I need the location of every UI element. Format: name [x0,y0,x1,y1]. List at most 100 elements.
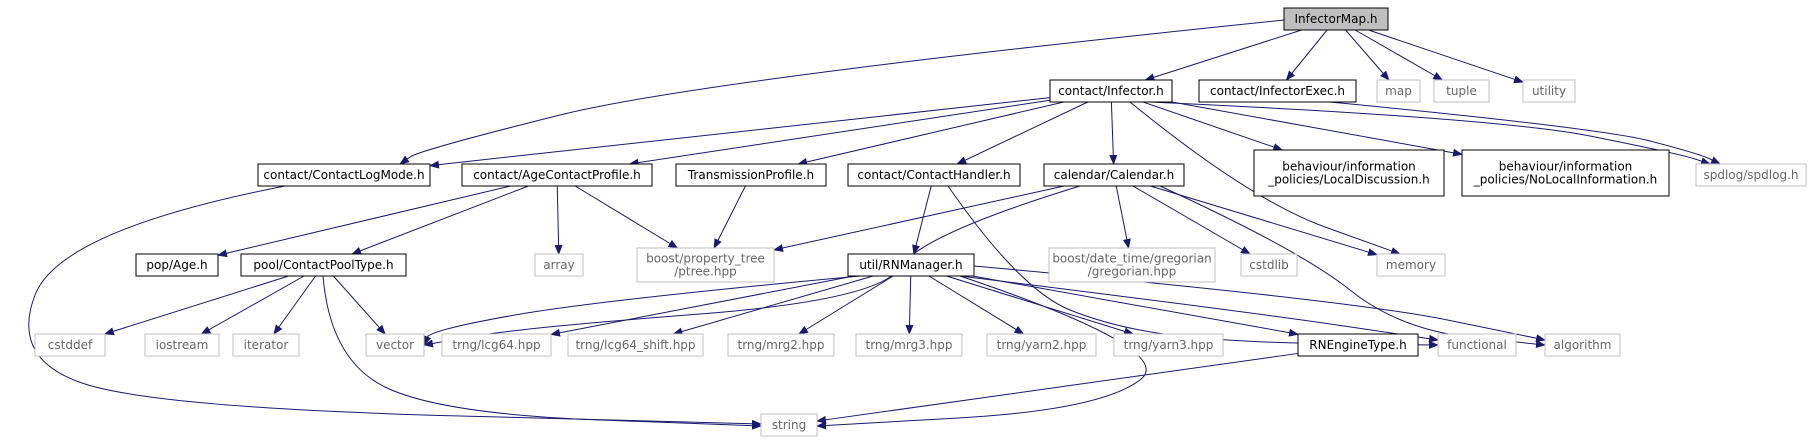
node-localdiscussion[interactable]: behaviour/information_policies/LocalDisc… [1253,149,1445,197]
edge-transmissionprofile-to-ptree [713,185,746,249]
node-label-iterator: iterator [244,338,289,352]
node-box-spdlog [1695,163,1807,187]
node-rnmanager[interactable]: util/RNManager.h [847,253,975,277]
node-label-memory: memory [1386,258,1436,272]
node-infector[interactable]: contact/Infector.h [1049,79,1173,103]
node-string: string [760,413,818,437]
node-label-contacthandler: contact/ContactHandler.h [857,168,1010,182]
edge-infector-to-contacthandler [956,101,1089,165]
node-box-yarn3 [1113,333,1224,357]
edge-agecontactprofile-to-contactpooltype [351,185,529,255]
node-transmissionprofile[interactable]: TransmissionProfile.h [675,163,827,187]
edge-infector-to-contactlogmode [429,97,1051,169]
node-box-memory [1376,253,1446,277]
node-label-contactpooltype: pool/ContactPoolType.h [253,258,393,272]
edge-infector-to-localdiscussion [1142,101,1284,151]
node-popage[interactable]: pop/Age.h [135,253,219,277]
edge-rnmanager-to-string [816,275,1147,430]
node-label-array: array [543,258,574,272]
node-label-algorithm: algorithm [1554,338,1612,352]
node-layer: InfectorMap.h contact/Infector.h contact/I… [34,7,1807,437]
edge-calendar-to-ptree [773,185,1065,252]
node-box-algorithm [1544,333,1621,357]
node-label-lcg64shift: trng/lcg64_shift.hpp [575,338,695,352]
node-box-array [534,253,584,277]
node-box-infector [1049,79,1173,103]
node-box-tuple [1433,79,1490,103]
node-iostream: iostream [144,333,220,357]
edge-infectormap-to-map [1345,29,1390,81]
edge-calendar-to-cstdlib [1132,185,1251,255]
node-mrg2: trng/mrg2.hpp [727,333,835,357]
node-label-localdiscussion: behaviour/information [1282,160,1416,174]
node-lcg64shift: trng/lcg64_shift.hpp [567,333,704,357]
edge-infector-to-calendar [1109,101,1118,165]
edge-rnmanager-to-mrg2 [798,275,894,335]
node-box-ptree [636,247,775,283]
node-mrg3: trng/mrg3.hpp [855,333,963,357]
node-label-iostream: iostream [156,338,209,352]
node-label-rnmanager: util/RNManager.h [859,258,962,272]
node-cstdlib: cstdlib [1240,253,1298,277]
edge-contactpooltype-to-vector [332,275,386,335]
edge-infectormap-to-utility [1368,29,1524,84]
edge-rnmanager-to-lcg64shift [672,275,874,336]
edge-infectormap-to-infector [1144,29,1302,82]
node-box-popage [135,253,219,277]
edge-rnmanager-to-mrg3 [905,275,914,335]
node-label-gregorian: /gregorian.hpp [1088,265,1177,279]
node-label-yarn2: trng/yarn2.hpp [997,338,1087,352]
node-label-yarn3: trng/yarn3.hpp [1124,338,1214,352]
node-box-utility [1522,79,1576,103]
edge-calendar-to-gregorian [1115,185,1131,249]
node-label-gregorian: boost/date_time/gregorian [1052,252,1211,266]
node-utility: utility [1522,79,1576,103]
edge-contactpooltype-to-string [322,275,762,430]
node-infectorexec[interactable]: contact/InfectorExec.h [1198,79,1357,103]
edge-calendar-to-memory [1150,185,1378,256]
edge-infectormap-to-infectorexec [1285,29,1328,81]
edge-calendar-to-algorithm [1159,185,1546,349]
node-rnenginetype[interactable]: RNEngineType.h [1297,333,1419,357]
edge-contactpooltype-to-cstddef [103,275,289,336]
node-array: array [534,253,584,277]
node-box-mrg3 [855,333,963,357]
node-nolocalinformation[interactable]: behaviour/information_policies/NoLocalIn… [1461,149,1670,197]
node-label-infectorexec: contact/InfectorExec.h [1210,84,1345,98]
edge-infectorexec-to-spdlog [1329,101,1721,165]
node-contactpooltype[interactable]: pool/ContactPoolType.h [240,253,407,277]
node-box-map [1376,79,1421,103]
node-map: map [1376,79,1421,103]
node-contactlogmode[interactable]: contact/ContactLogMode.h [257,163,431,187]
node-label-utility: utility [1532,84,1566,98]
edge-contacthandler-to-rnmanager [912,185,932,255]
node-yarn2: trng/yarn2.hpp [986,333,1097,357]
edge-agecontactprofile-to-popage [217,185,511,258]
node-label-ptree: /ptree.hpp [674,265,736,279]
node-label-map: map [1385,84,1412,98]
node-box-mrg2 [727,333,835,357]
node-label-nolocalinformation: behaviour/information [1499,160,1633,174]
node-box-gregorian [1048,247,1216,283]
node-contacthandler[interactable]: contact/ContactHandler.h [847,163,1021,187]
edge-infector-to-transmissionprofile [797,101,1064,166]
edge-infector-to-nolocalinformation [1171,101,1463,157]
node-label-calendar: calendar/Calendar.h [1054,168,1175,182]
node-box-localdiscussion [1253,149,1445,197]
node-box-lcg64 [441,333,552,357]
node-box-rnmanager [847,253,975,277]
node-label-rnenginetype: RNEngineType.h [1309,338,1406,352]
node-agecontactprofile[interactable]: contact/AgeContactProfile.h [461,163,653,187]
node-spdlog: spdlog/spdlog.h [1695,163,1807,187]
node-box-infectorexec [1198,79,1357,103]
node-label-spdlog: spdlog/spdlog.h [1703,168,1798,182]
edge-layer [28,19,1721,430]
node-box-iostream [144,333,220,357]
node-vector: vector [365,333,425,357]
node-label-popage: pop/Age.h [146,258,207,272]
node-gregorian: boost/date_time/gregorian/gregorian.hpp [1048,247,1216,283]
node-infectormap[interactable]: InfectorMap.h [1283,7,1389,31]
node-calendar[interactable]: calendar/Calendar.h [1043,163,1185,187]
node-label-cstddef: cstddef [48,338,93,352]
edge-infector-to-agecontactprofile [628,99,1051,167]
